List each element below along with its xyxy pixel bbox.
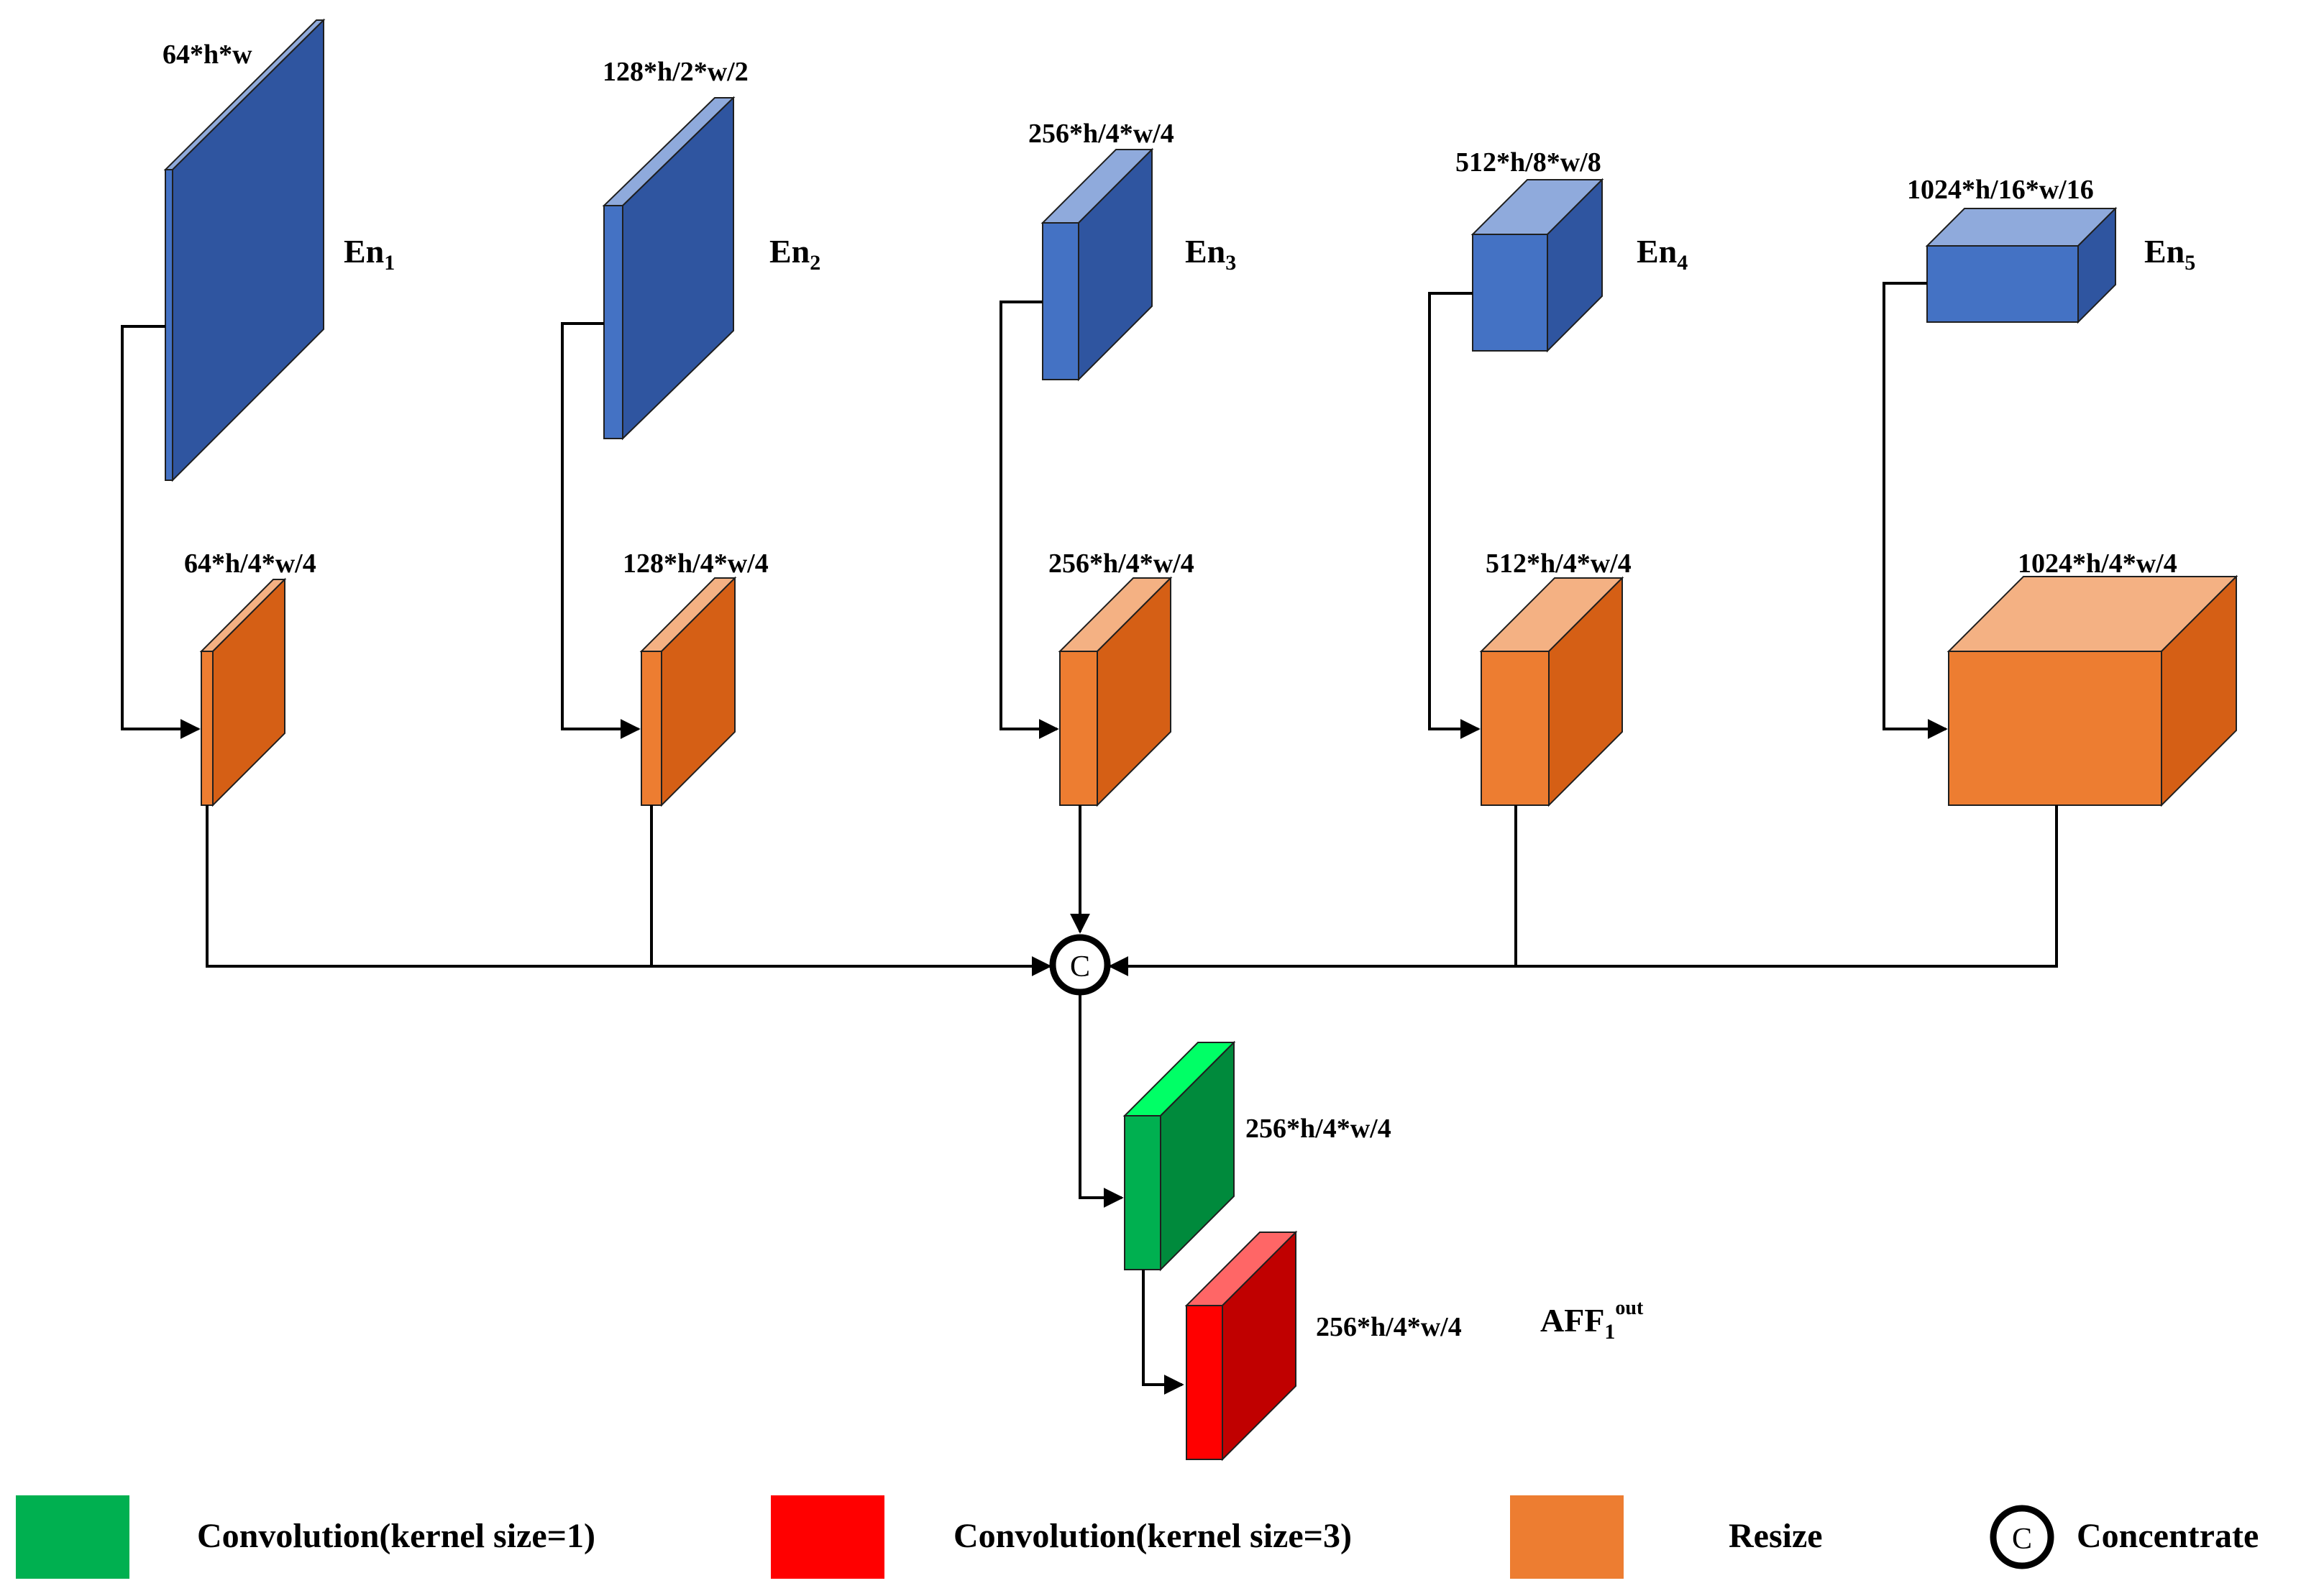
encoder-block-1 xyxy=(163,18,326,482)
legend-swatch-conv1 xyxy=(16,1495,129,1579)
encoder-block-3 xyxy=(1040,147,1154,382)
legend-label-conv3: Convolution(kernel size=3) xyxy=(953,1517,1352,1555)
resize-block-5 xyxy=(1947,574,2238,807)
encoder-block-4 xyxy=(1470,178,1604,353)
legend-concat-symbol: C xyxy=(2012,1523,2032,1556)
connector-resize-1-to-concat xyxy=(206,805,1052,976)
conv3-front xyxy=(1186,1305,1223,1460)
resize-block-2 xyxy=(639,576,737,807)
resize-2-size-label: 128*h/4*w/4 xyxy=(623,549,769,579)
conv3-block xyxy=(1184,1230,1298,1462)
conv1-size-label: 256*h/4*w/4 xyxy=(1245,1114,1391,1144)
resize-block-1 xyxy=(199,577,287,807)
connector-conv1-to-conv3 xyxy=(1142,1270,1184,1395)
conv1-block xyxy=(1122,1040,1236,1272)
resize-2-front xyxy=(641,651,662,806)
resize-block-3 xyxy=(1058,576,1173,807)
encoder-1-size-label: 64*h*w xyxy=(163,40,252,70)
legend-label-conv1: Convolution(kernel size=1) xyxy=(197,1517,595,1555)
connector-resize-5-to-concat xyxy=(1108,805,2058,976)
resize-3-front xyxy=(1059,651,1098,806)
encoder-3-size-label: 256*h/4*w/4 xyxy=(1028,119,1174,149)
encoder-5-size-label: 1024*h/16*w/16 xyxy=(1907,175,2094,205)
legend-swatch-resize xyxy=(1510,1495,1624,1579)
encoder-4-name: En4 xyxy=(1637,233,1688,275)
legend: Convolution(kernel size=1) Convolution(k… xyxy=(16,1495,2259,1579)
connector-concat-to-conv1 xyxy=(1079,992,1124,1208)
connector-encoder-1-to-resize-1 xyxy=(121,325,201,739)
connector-encoder-2-to-resize-2 xyxy=(561,322,641,739)
legend-label-resize: Resize xyxy=(1729,1517,1823,1555)
resize-4-front xyxy=(1481,651,1550,806)
concat-node: C xyxy=(1049,934,1111,996)
encoder-3-front xyxy=(1042,222,1079,380)
encoder-1-name: En1 xyxy=(344,233,395,275)
resize-1-size-label: 64*h/4*w/4 xyxy=(184,549,316,579)
encoder-block-5 xyxy=(1925,206,2118,324)
encoder-5-front xyxy=(1926,245,2079,323)
legend-swatch-conv3 xyxy=(771,1495,884,1579)
concat-symbol: C xyxy=(1070,950,1090,983)
encoder-1-front xyxy=(165,169,173,481)
connector-encoder-3-to-resize-3 xyxy=(999,301,1059,739)
encoder-3-name: En3 xyxy=(1185,233,1236,275)
legend-label-concat: Concentrate xyxy=(2077,1517,2259,1555)
resize-block-4 xyxy=(1479,576,1624,807)
resize-3-size-label: 256*h/4*w/4 xyxy=(1048,549,1194,579)
encoder-2-name: En2 xyxy=(769,233,820,275)
resize-4-size-label: 512*h/4*w/4 xyxy=(1486,549,1632,579)
conv3-size-label: 256*h/4*w/4 xyxy=(1316,1312,1462,1342)
encoder-4-size-label: 512*h/8*w/8 xyxy=(1455,147,1601,178)
resize-5-size-label: 1024*h/4*w/4 xyxy=(2018,549,2177,579)
resize-1-front xyxy=(201,651,214,806)
legend-concat-circle xyxy=(1990,1505,2054,1569)
encoder-2-front xyxy=(603,205,623,439)
encoder-5-name: En5 xyxy=(2144,233,2195,275)
encoder-block-2 xyxy=(602,96,736,441)
connector-encoder-5-to-resize-5 xyxy=(1883,282,1948,739)
encoder-2-size-label: 128*h/2*w/2 xyxy=(603,57,749,87)
connector-encoder-4-to-resize-4 xyxy=(1428,292,1481,739)
resize-5-front xyxy=(1948,651,2162,806)
conv1-front xyxy=(1124,1115,1161,1270)
output-label: AFF1out xyxy=(1540,1297,1644,1344)
encoder-4-front xyxy=(1472,234,1548,352)
